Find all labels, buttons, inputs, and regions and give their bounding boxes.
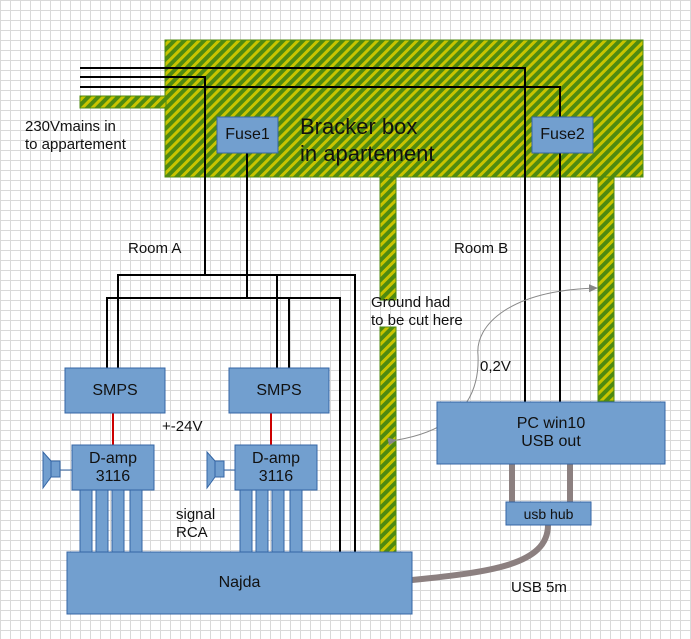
pc-box [436,401,666,465]
usb-hub-label: usb hub [523,505,574,522]
smps-right-label: SMPS [256,381,302,399]
ground-strip-room-a-lower [379,326,397,553]
fuse2-label: Fuse2 [540,126,585,143]
supply-wires [112,413,272,445]
najda-label: Najda [218,574,261,591]
left-connection-bars [79,489,143,553]
supply-voltage-label: +-24V [162,418,203,435]
fuse1-label: Fuse1 [225,126,270,143]
bracker-box [164,39,644,178]
voltage-label: 0,2V [480,358,511,375]
mains-ground-strip [79,95,167,109]
smps-left-label: SMPS [92,381,138,399]
usb-cables [411,464,573,583]
room-a-label: Room A [128,240,182,257]
usb-hub-box [505,501,592,526]
damp-left-box [71,444,155,491]
room-b-label: Room B [454,240,509,257]
usb-cable-label: USB 5m [511,579,567,596]
ground-strip-room-a-upper [379,176,397,301]
ground-strip-room-b [597,176,615,402]
damp-right-box [234,444,318,491]
fuse1-box [216,116,279,154]
right-connection-bars [239,489,303,553]
najda-box [66,551,413,615]
smps-left-box [64,367,166,414]
smps-right-box [228,367,330,414]
speaker-icon-right [206,450,235,490]
speaker-icon-left [42,450,72,490]
fuse2-box [531,116,594,154]
